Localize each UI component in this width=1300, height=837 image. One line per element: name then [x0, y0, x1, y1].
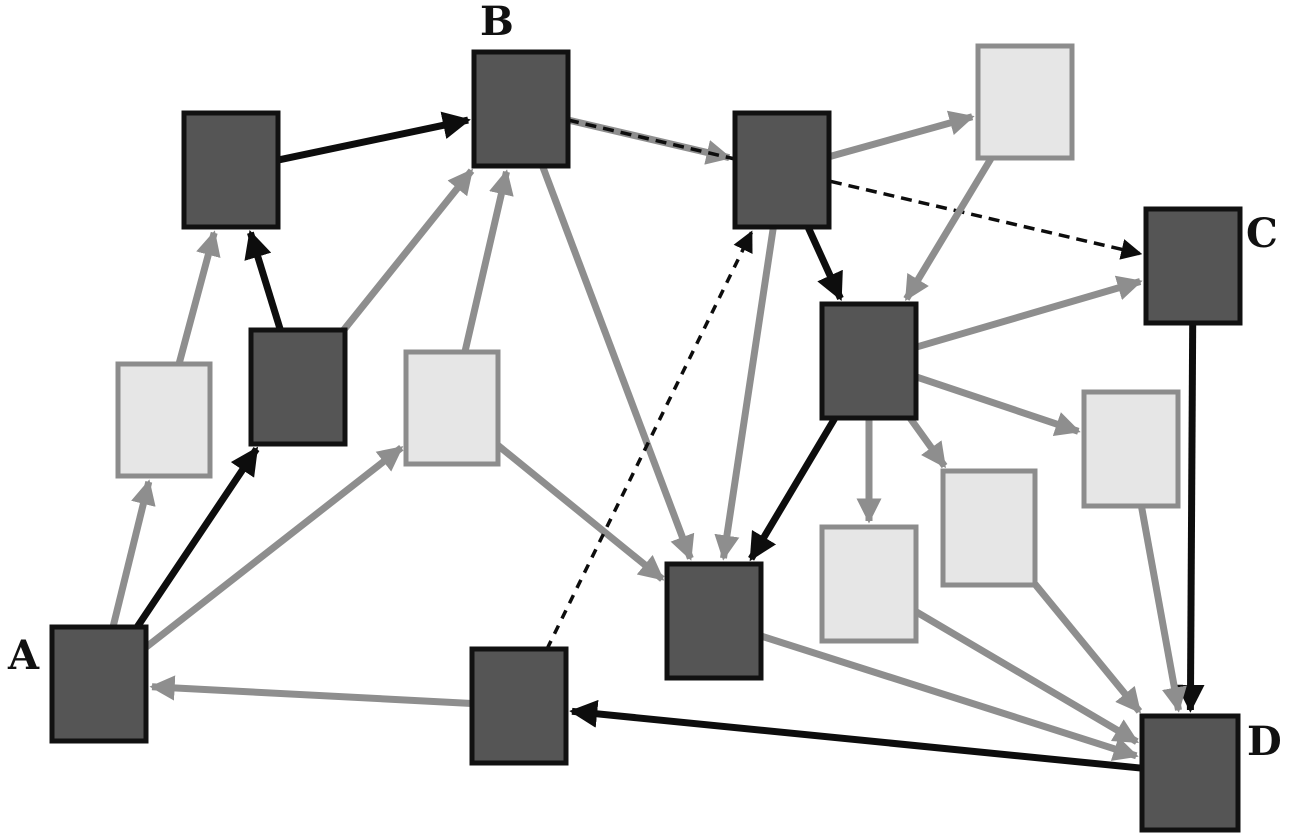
node-label-a: A — [8, 632, 40, 679]
edge-d-to-n12 — [569, 699, 1143, 772]
edge-a-to-n2 — [134, 446, 260, 629]
edge-n5-to-n6 — [828, 110, 975, 161]
edge-n11-to-d — [1137, 505, 1187, 713]
edge-n2-to-b — [340, 168, 475, 333]
node-d-dark — [1139, 713, 1241, 833]
node-n5-dark — [732, 110, 832, 230]
edge-c-to-d — [1176, 322, 1205, 713]
node-n1-dark — [181, 110, 281, 230]
node-n2-dark — [248, 327, 348, 447]
node-label-d: D — [1247, 718, 1282, 765]
edge-n7-to-n11 — [914, 373, 1081, 437]
edge-n8-to-d — [759, 632, 1139, 761]
node-n4-light — [403, 349, 501, 467]
node-n9-light — [819, 524, 919, 644]
node-n3-light — [115, 361, 213, 479]
edge-n10-to-d — [1032, 581, 1143, 714]
edge-n7-to-n10 — [907, 415, 948, 469]
node-b-dark — [471, 49, 571, 169]
edge-n6-to-n7 — [903, 156, 995, 302]
node-n11-light — [1081, 389, 1181, 509]
nodes-layer — [49, 43, 1243, 833]
edge-n7-to-c — [915, 275, 1143, 351]
edge-a-to-n4 — [143, 444, 404, 651]
edge-n7-to-n8 — [748, 416, 839, 562]
node-n8-dark — [664, 561, 764, 681]
edge-n12-to-a — [149, 675, 473, 707]
node-a-dark — [49, 624, 149, 744]
node-n12-dark — [469, 646, 569, 766]
edges-layer — [109, 110, 1205, 772]
edge-b-to-n8 — [539, 164, 695, 561]
node-label-c: C — [1246, 210, 1278, 257]
edge-a-to-n3 — [109, 479, 156, 628]
edge-n1-to-b — [277, 111, 471, 164]
edge-b-to-c-dashed — [567, 118, 1143, 260]
edge-n3-to-n1 — [175, 230, 221, 365]
edge-n2-to-n1 — [244, 230, 284, 332]
node-label-b: B — [480, 0, 514, 45]
node-c-dark — [1143, 206, 1243, 326]
edge-n5-to-n7 — [804, 225, 844, 302]
node-n10-light — [940, 468, 1038, 588]
edge-n4-to-b — [461, 169, 514, 353]
node-n7-dark — [819, 301, 919, 421]
edge-n4-to-n8 — [495, 442, 665, 582]
node-n6-light — [975, 43, 1075, 161]
edge-n9-to-d — [914, 608, 1139, 745]
edge-n5-to-n8 — [714, 226, 777, 561]
